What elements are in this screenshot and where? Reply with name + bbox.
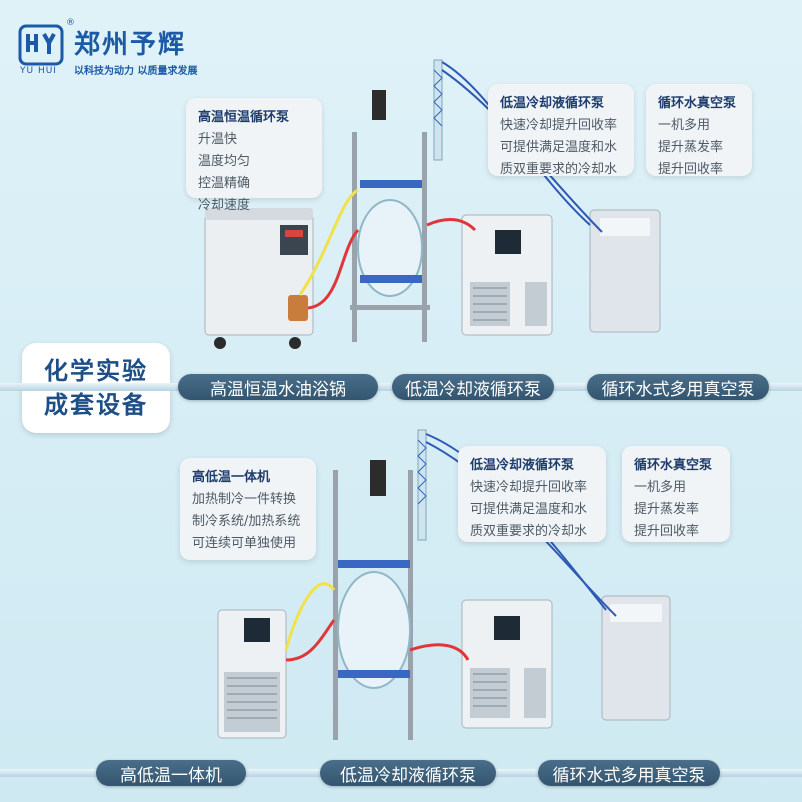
card-vacuum-line: 提升回收率 (634, 524, 700, 539)
card-chiller-line: 快速冷却提升回收率 (470, 480, 588, 495)
card-oil-bath-line: 温度均匀 (198, 154, 251, 169)
caption-chiller-top: 低温冷却液循环泵 (392, 374, 554, 400)
card-chiller-title: 低温冷却液循环泵 (500, 96, 605, 111)
card-chiller-line: 质双重要求的冷却水 (470, 524, 588, 539)
card-oil-bath-title: 高温恒温循环泵 (198, 110, 290, 125)
yuhui-logo-icon (18, 24, 64, 66)
card-combo-line: 制冷系统/加热系统 (192, 514, 301, 529)
bottom-equipment-illustration (217, 429, 671, 740)
card-oil-bath-line: 冷却速度 (198, 198, 251, 213)
card-oil-bath-line: 升温快 (198, 132, 238, 147)
card-oil-bath: 高温恒温循环泵 升温快 温度均匀 控温精确 冷却速度 (186, 98, 322, 213)
card-vacuum-title: 循环水真空泵 (634, 458, 713, 473)
brand-latin: YU HUI (20, 66, 57, 76)
card-vacuum-title: 循环水真空泵 (658, 96, 737, 111)
card-vacuum-line: 一机多用 (634, 480, 687, 495)
card-combo: 高低温一体机 加热制冷一件转换 制冷系统/加热系统 可连续可单独使用 (180, 458, 316, 560)
card-combo-line: 可连续可单独使用 (192, 536, 297, 551)
registered-mark: ® (66, 18, 75, 28)
caption-vacuum-top: 循环水式多用真空泵 (587, 374, 769, 400)
card-chiller-line: 可提供满足温度和水 (500, 140, 618, 155)
caption-chiller-bottom: 低温冷却液循环泵 (320, 760, 496, 786)
card-chiller-line: 可提供满足温度和水 (470, 502, 588, 517)
card-vacuum-line: 一机多用 (658, 118, 711, 133)
brand-name: 郑州予辉 (74, 30, 187, 60)
brand-slogan: 以科技为动力 以质量求发展 (74, 66, 198, 77)
card-chiller-line: 质双重要求的冷却水 (500, 162, 618, 177)
card-combo-title: 高低温一体机 (192, 470, 271, 485)
caption-oil-bath: 高温恒温水油浴锅 (178, 374, 378, 400)
card-vacuum-line: 提升蒸发率 (658, 140, 724, 155)
card-vacuum-line: 提升回收率 (658, 162, 724, 177)
card-vacuum-bottom: 循环水真空泵 一机多用 提升蒸发率 提升回收率 (622, 446, 730, 542)
card-chiller-title: 低温冷却液循环泵 (470, 458, 575, 473)
card-chiller-top: 低温冷却液循环泵 快速冷却提升回收率 可提供满足温度和水 质双重要求的冷却水 (488, 84, 634, 177)
card-chiller-bottom: 低温冷却液循环泵 快速冷却提升回收率 可提供满足温度和水 质双重要求的冷却水 (458, 446, 606, 542)
section-title-line: 化学实验 (44, 357, 148, 385)
top-equipment-illustration (204, 59, 661, 349)
caption-combo: 高低温一体机 (96, 760, 246, 786)
section-title-line: 成套设备 (44, 391, 148, 419)
card-chiller-line: 快速冷却提升回收率 (500, 118, 618, 133)
card-vacuum-line: 提升蒸发率 (634, 502, 700, 517)
card-oil-bath-line: 控温精确 (198, 176, 251, 191)
card-combo-line: 加热制冷一件转换 (192, 492, 297, 507)
card-vacuum-top: 循环水真空泵 一机多用 提升蒸发率 提升回收率 (646, 84, 752, 177)
caption-vacuum-bottom: 循环水式多用真空泵 (538, 760, 720, 786)
